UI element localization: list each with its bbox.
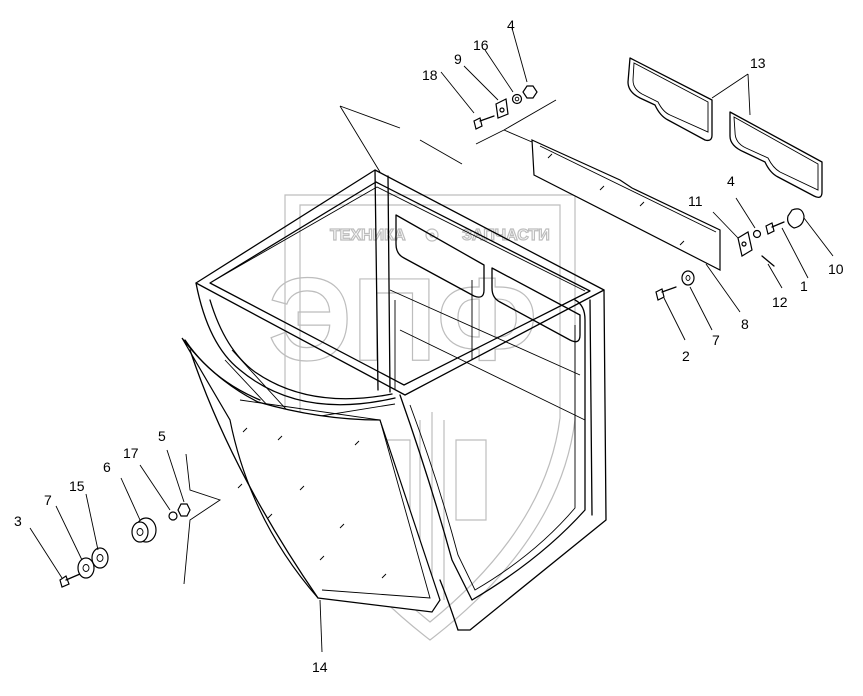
washer-4-right [752, 229, 762, 239]
callout-11: 11 [688, 193, 703, 209]
callout-labels: 1 2 3 4 4 5 6 7 7 8 9 10 11 12 13 14 15 … [14, 17, 844, 675]
door-panel [181, 337, 441, 613]
washer-17 [168, 511, 178, 521]
callout-16: 16 [473, 37, 489, 53]
gasket-lower [729, 111, 823, 198]
rubber-mount-6 [131, 517, 157, 543]
callout-5: 5 [158, 428, 166, 444]
callout-4-right: 4 [727, 173, 735, 189]
callout-2: 2 [682, 348, 690, 364]
mounting-plate [531, 139, 721, 271]
callout-14: 14 [312, 659, 328, 675]
callout-12: 12 [772, 294, 788, 310]
bolt-3 [59, 573, 81, 588]
watermark: ТЕХНИКА ЗАПЧАСТИ ЭПФ [267, 194, 576, 641]
bolt-1 [765, 221, 785, 235]
callout-15: 15 [69, 478, 85, 494]
nut-4-top [522, 85, 538, 99]
bolt-18 [473, 115, 495, 130]
washer-16 [511, 93, 523, 105]
callout-7-left: 7 [44, 492, 52, 508]
bolt-2 [655, 286, 677, 301]
washer-15 [91, 547, 109, 569]
watermark-brand-right: ЗАПЧАСТИ [462, 227, 550, 244]
callout-4-top: 4 [507, 17, 515, 33]
washer-7-right [681, 270, 695, 286]
callout-9: 9 [454, 51, 462, 67]
leader-lines [29, 27, 834, 653]
callout-7-right: 7 [712, 332, 720, 348]
nut-5 [177, 503, 191, 517]
callout-13: 13 [750, 55, 766, 71]
pin-12 [761, 255, 775, 267]
mounting-guides [183, 99, 557, 585]
callout-1: 1 [800, 278, 808, 294]
callout-8: 8 [741, 316, 749, 332]
watermark-monogram: ЭПФ [268, 254, 537, 386]
callout-3: 3 [14, 513, 22, 529]
callout-10: 10 [828, 261, 844, 277]
watermark-brand-left: ТЕХНИКА [330, 227, 406, 244]
callout-17: 17 [123, 445, 139, 461]
clip-10 [787, 208, 805, 229]
callout-18: 18 [422, 67, 438, 83]
washer-7-left [77, 557, 95, 579]
gasket-upper [627, 57, 713, 142]
callout-6: 6 [103, 459, 111, 475]
bracket-9 [495, 98, 509, 119]
